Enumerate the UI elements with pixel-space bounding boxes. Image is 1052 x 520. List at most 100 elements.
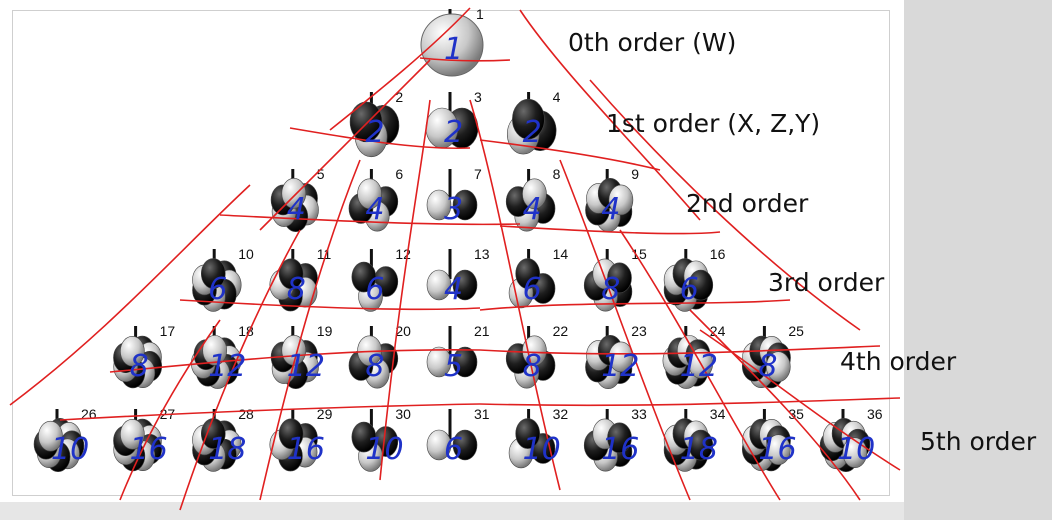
- harmonic-index-label: 33: [631, 406, 647, 422]
- handwritten-count: 2: [523, 115, 542, 150]
- red-hand-drawn-lines: [9, 7, 901, 511]
- order-label-0: 0th order (W): [568, 28, 737, 57]
- harmonic-index-label: 29: [317, 406, 333, 422]
- harmonic-shape: [351, 249, 399, 312]
- handwritten-count: 4: [287, 192, 306, 227]
- handwritten-count: 8: [287, 272, 306, 307]
- harmonic-shape: [508, 409, 556, 469]
- harmonic-index-label: 8: [553, 166, 561, 182]
- red-divider-stroke: [179, 229, 301, 511]
- harmonic-index-label: 31: [474, 406, 490, 422]
- red-divider-stroke: [179, 299, 481, 311]
- harmonic-shape: [819, 409, 871, 472]
- harmonic-index-label: 17: [160, 323, 176, 339]
- handwritten-count: 16: [758, 432, 796, 467]
- harmonic-shape: [269, 409, 318, 472]
- order-label-1: 1st order (X, Z,Y): [606, 109, 821, 138]
- handwritten-count: 10: [365, 432, 403, 467]
- red-divider-stroke: [379, 99, 431, 481]
- harmonic-index-label: 20: [395, 323, 411, 339]
- harmonic-index-label: 18: [238, 323, 254, 339]
- harmonic-index-label: 36: [867, 406, 883, 422]
- handwritten-count: 16: [130, 432, 168, 467]
- harmonic-shape: [663, 409, 714, 472]
- red-divider-stroke: [589, 79, 861, 331]
- harmonic-shape: [508, 249, 556, 309]
- red-divider-stroke: [119, 319, 221, 501]
- handwritten-count: 8: [601, 272, 620, 307]
- harmonic-index-label: 30: [395, 406, 411, 422]
- red-divider-stroke: [289, 127, 471, 150]
- harmonic-index-label: 4: [553, 89, 561, 105]
- red-divider-stroke: [9, 184, 251, 406]
- handwritten-count: 6: [680, 272, 699, 307]
- harmonic-index-label: 25: [788, 323, 804, 339]
- harmonic-index-label: 10: [238, 246, 254, 262]
- handwritten-count: 18: [208, 432, 246, 467]
- harmonic-shape: [426, 409, 478, 461]
- harmonic-shape: [583, 249, 633, 312]
- red-divider-stroke: [689, 309, 861, 501]
- harmonic-index-label: 35: [788, 406, 804, 422]
- harmonic-shape: [506, 92, 557, 155]
- red-divider-stroke: [519, 9, 701, 221]
- handwritten-count: 10: [837, 432, 875, 467]
- harmonic-shape: [33, 409, 85, 472]
- handwritten-count: 1: [444, 32, 463, 67]
- red-divider-stroke: [59, 403, 481, 421]
- handwritten-count: 8: [758, 349, 777, 384]
- bottom-margin: [0, 502, 904, 520]
- harmonic-index-label: 3: [474, 89, 482, 105]
- harmonic-index-label: 15: [631, 246, 647, 262]
- handwritten-count: 6: [444, 432, 463, 467]
- harmonic-index-label: 26: [81, 406, 97, 422]
- harmonic-index-label: 7: [474, 166, 482, 182]
- harmonic-shape: [192, 409, 242, 472]
- handwritten-count: 2: [365, 115, 384, 150]
- handwritten-count: 3: [444, 192, 463, 227]
- handwritten-count: 2: [444, 115, 463, 150]
- harmonic-index-label: 13: [474, 246, 490, 262]
- harmonic-shape: [583, 409, 633, 472]
- harmonic-index-label: 28: [238, 406, 254, 422]
- harmonic-shape: [426, 249, 478, 301]
- harmonic-index-label: 1: [476, 6, 484, 22]
- order-label-5: 5th order: [920, 427, 1037, 456]
- handwritten-count: 4: [365, 192, 384, 227]
- harmonic-index-label: 6: [395, 166, 403, 182]
- harmonic-shape: [585, 326, 634, 389]
- handwritten-count: 8: [130, 349, 149, 384]
- harmonic-shape: [505, 169, 556, 232]
- handwritten-count: 12: [680, 349, 718, 384]
- harmonic-shape: [585, 169, 634, 232]
- handwritten-count: 12: [601, 349, 639, 384]
- red-divider-stroke: [479, 345, 881, 355]
- red-divider-stroke: [499, 225, 721, 235]
- harmonic-index-label: 34: [710, 406, 726, 422]
- handwritten-count: 10: [51, 432, 89, 467]
- order-label-2: 2nd order: [686, 189, 809, 218]
- harmonic-index-label: 22: [553, 323, 569, 339]
- harmonic-shape: [190, 326, 242, 389]
- harmonic-shape: [348, 169, 399, 232]
- handwritten-count: 5: [444, 349, 463, 384]
- harmonic-index-label: 24: [710, 323, 726, 339]
- handwritten-count: 10: [523, 432, 561, 467]
- red-divider-stroke: [479, 299, 791, 311]
- handwritten-count: 18: [680, 432, 718, 467]
- harmonic-index-label: 21: [474, 323, 490, 339]
- red-divider-stroke: [259, 59, 431, 231]
- harmonic-index-label: 9: [631, 166, 639, 182]
- red-divider-stroke: [419, 57, 511, 62]
- red-divider-stroke: [109, 349, 481, 373]
- handwritten-count: 12: [208, 349, 246, 384]
- harmonic-index-label: 5: [317, 166, 325, 182]
- red-divider-stroke: [329, 7, 471, 131]
- handwritten-count: 8: [523, 349, 542, 384]
- order-label-4: 4th order: [840, 347, 957, 376]
- harmonic-index-label: 2: [395, 89, 403, 105]
- red-divider-stroke: [699, 329, 901, 471]
